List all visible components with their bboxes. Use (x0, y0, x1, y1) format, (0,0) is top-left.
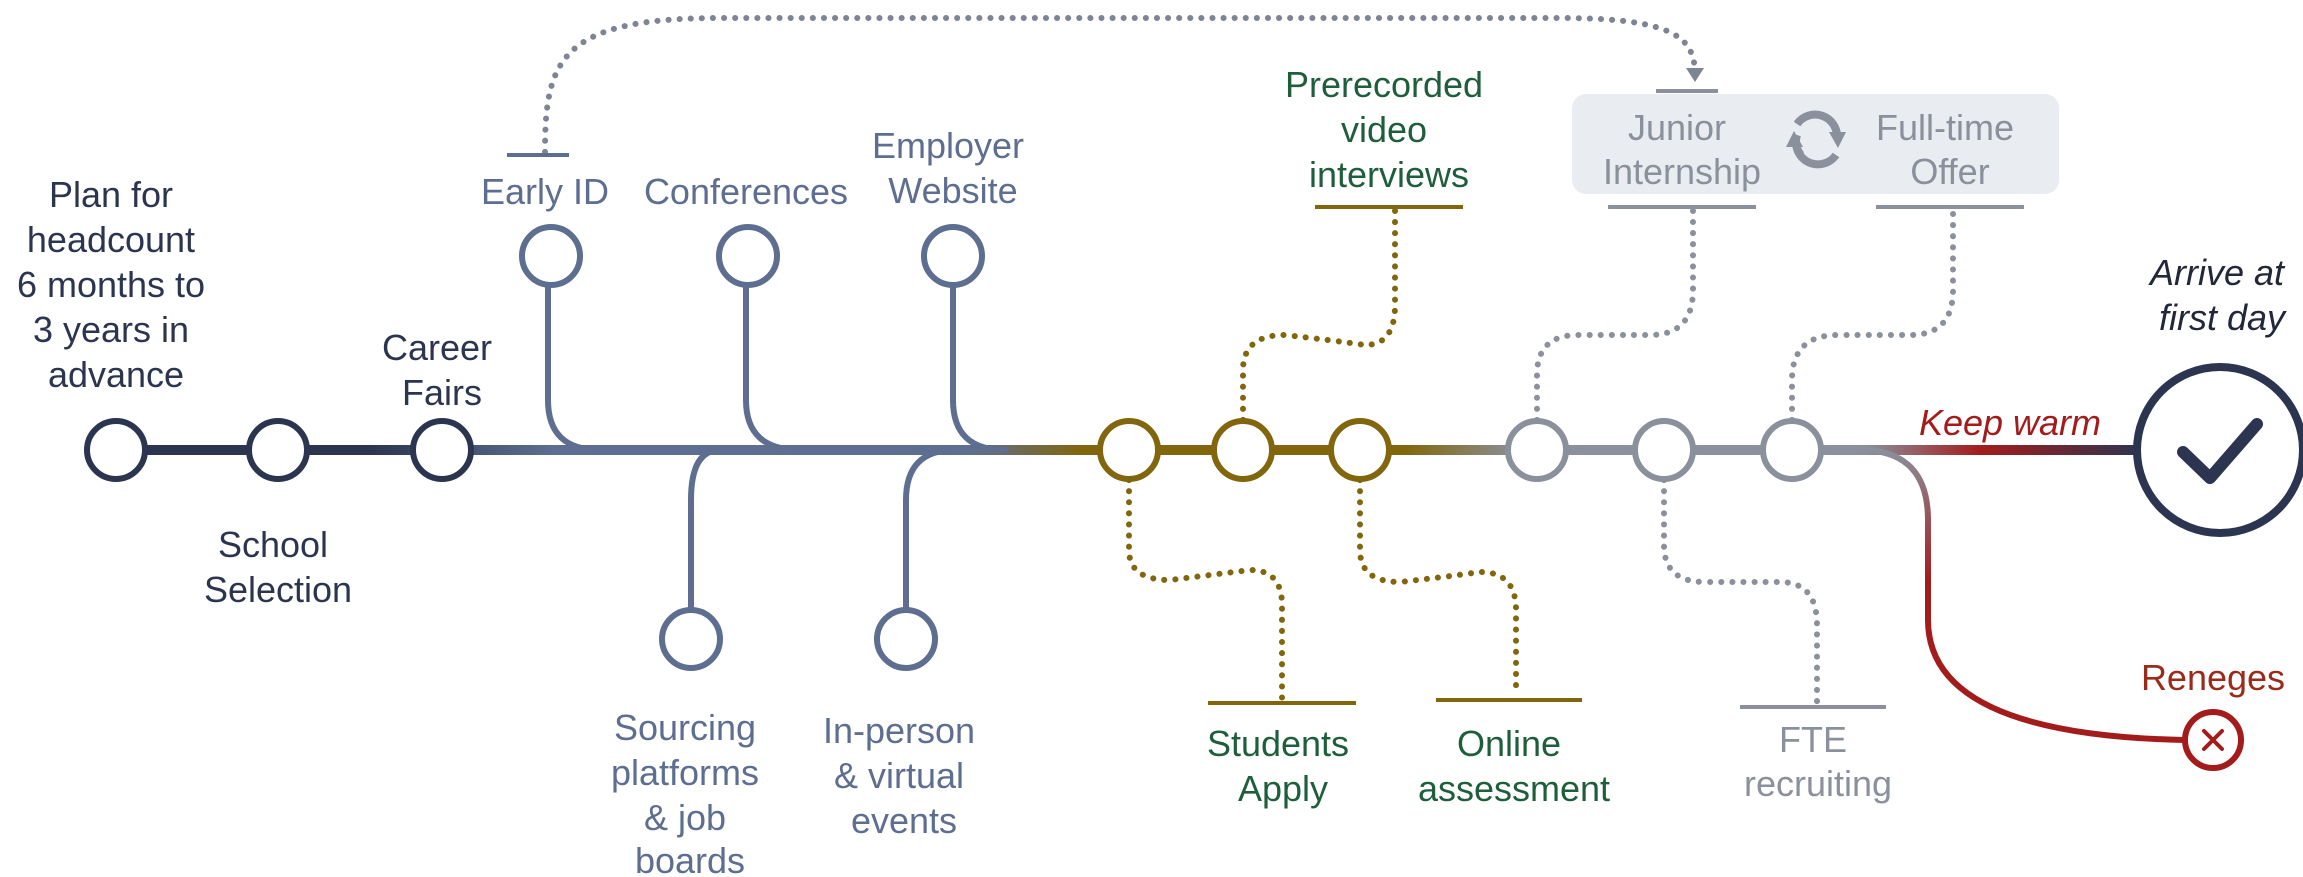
node-plan-headcount (84, 418, 148, 482)
connector-online-assessment (1357, 477, 1519, 699)
branch-employer-website (950, 285, 1008, 453)
close-x-icon (2202, 729, 2224, 751)
label-arrive-first-day: Arrive at first day (2148, 252, 2294, 338)
label-junior-internship: Junior Internship (1603, 107, 1761, 192)
node-sourcing (659, 607, 723, 671)
connector-full-time-offer (1789, 207, 1956, 423)
label-in-person: In-person & virtual events (823, 710, 985, 841)
branch-conferences (743, 285, 803, 453)
label-conferences: Conferences (644, 171, 848, 212)
node-prerecorded-video (1211, 418, 1275, 482)
label-reneges: Reneges (2141, 657, 2285, 698)
node-full-time-offer (1760, 418, 1824, 482)
label-school-selection: School Selection (204, 524, 352, 610)
node-conferences (716, 224, 780, 288)
branch-early-id (545, 285, 603, 453)
label-plan-headcount: Plan for headcount 6 months to 3 years i… (17, 174, 215, 395)
node-career-fairs (410, 418, 474, 482)
label-employer-website: Employer Website (872, 125, 1034, 211)
label-online-assessment: Online assessment (1418, 723, 1610, 809)
refresh-cycle-icon (1786, 110, 1846, 169)
branch-reneges (1857, 447, 2188, 743)
node-early-id (519, 224, 583, 288)
connector-students-apply (1126, 477, 1285, 701)
connector-fte-recruiting (1661, 477, 1820, 705)
label-full-time-offer: Full-time Offer (1876, 107, 2024, 192)
label-prerecorded-video: Prerecorded video interviews (1285, 64, 1493, 195)
label-sourcing: Sourcing platforms & job boards (611, 707, 769, 877)
node-school-selection (246, 418, 310, 482)
feedback-arc-dotted (542, 15, 1698, 155)
checkmark-icon (2177, 418, 2263, 484)
offer-panel (1572, 94, 2059, 194)
node-in-person (874, 607, 938, 671)
label-students-apply: Students Apply (1207, 723, 1359, 809)
node-employer-website (921, 224, 985, 288)
label-keep-warm: Keep warm (1919, 402, 2101, 443)
node-online-assessment (1328, 418, 1392, 482)
feedback-arrowhead (1686, 68, 1704, 82)
node-students-apply (1097, 418, 1161, 482)
node-junior-internship (1505, 418, 1569, 482)
label-career-fairs: Career Fairs (382, 327, 502, 413)
node-arrive-first-day (2133, 363, 2303, 537)
branch-sourcing (688, 447, 723, 613)
connector-prerecorded-video (1240, 207, 1398, 423)
connector-junior-internship (1534, 207, 1696, 423)
node-fte-recruiting (1632, 418, 1696, 482)
label-fte-recruiting: FTE recruiting (1744, 719, 1892, 804)
branch-in-person (903, 447, 958, 613)
label-early-id: Early ID (481, 171, 609, 212)
